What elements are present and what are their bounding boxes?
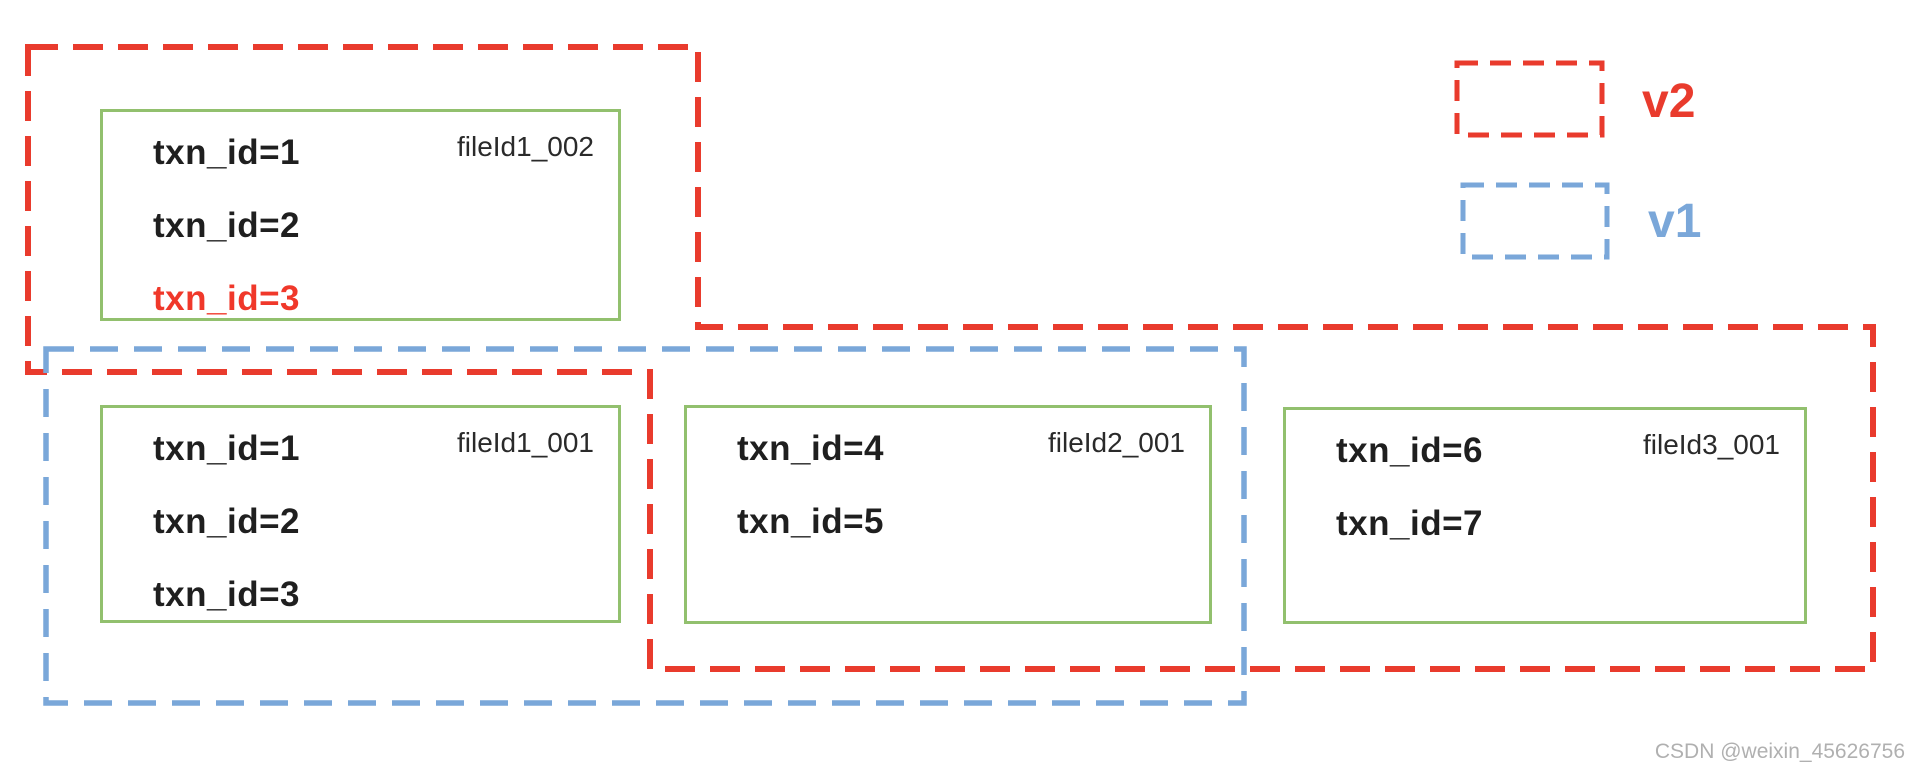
- legend-v1-label: v1: [1648, 195, 1702, 248]
- txn-row: txn_id=2: [103, 485, 618, 558]
- txn-row: txn_id=3: [103, 558, 618, 631]
- file-label: fileId3_001: [1642, 429, 1780, 460]
- file-box-fileid2-001: txn_id=4 txn_id=5 fileId2_001: [684, 405, 1212, 624]
- legend-v2-label: v2: [1642, 75, 1696, 128]
- txn-label: txn_id=4: [737, 428, 884, 468]
- txn-row: txn_id=5: [687, 485, 1209, 558]
- txn-label: txn_id=6: [1336, 430, 1483, 470]
- file-label: fileId1_002: [456, 131, 594, 162]
- txn-row: txn_id=2: [103, 189, 618, 262]
- txn-label: txn_id=2: [153, 501, 300, 541]
- txn-label: txn_id=5: [737, 501, 884, 541]
- txn-row: txn_id=3: [103, 262, 618, 335]
- file-label: fileId2_001: [1047, 427, 1185, 458]
- txn-label: txn_id=2: [153, 205, 300, 245]
- txn-label: txn_id=7: [1336, 503, 1483, 543]
- watermark: CSDN @weixin_45626756: [1654, 740, 1905, 763]
- legend-v2-swatch-icon: [1454, 60, 1605, 138]
- file-box-fileid1-001: txn_id=1 txn_id=2 txn_id=3 fileId1_001: [100, 405, 621, 623]
- txn-label: txn_id=3: [153, 574, 300, 614]
- legend-v1-swatch-icon: [1460, 182, 1610, 260]
- file-box-fileid3-001: txn_id=6 txn_id=7 fileId3_001: [1283, 407, 1807, 624]
- txn-label: txn_id=1: [153, 428, 300, 468]
- file-label: fileId1_001: [456, 427, 594, 458]
- txn-label: txn_id=1: [153, 132, 300, 172]
- txn-row: txn_id=7: [1286, 487, 1804, 560]
- txn-label-highlighted: txn_id=3: [153, 278, 300, 318]
- file-box-fileid1-002: txn_id=1 txn_id=2 txn_id=3 fileId1_002: [100, 109, 621, 321]
